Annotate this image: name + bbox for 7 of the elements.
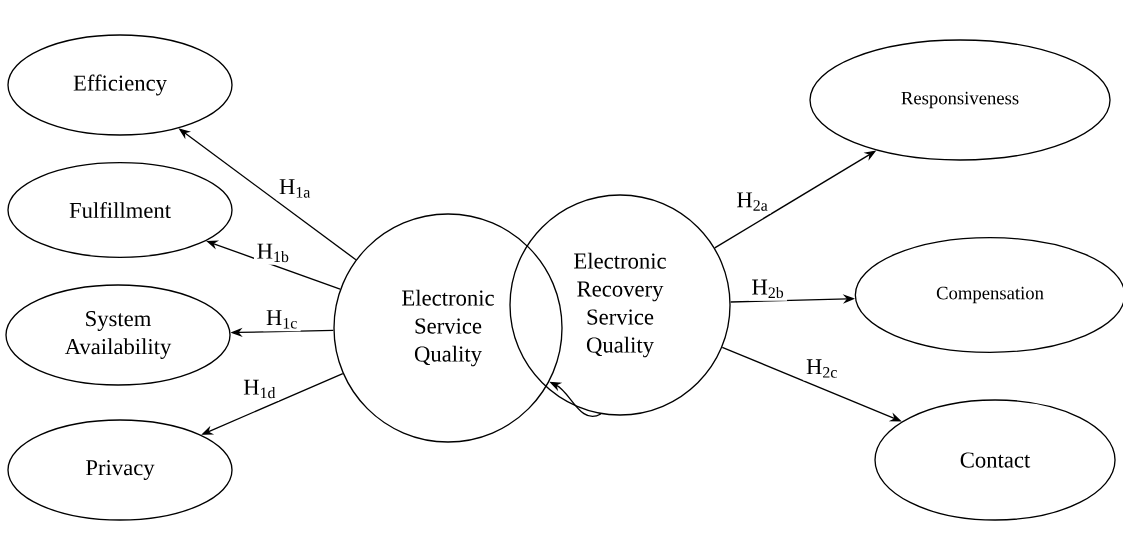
edge-label: H$_{2b}$	[748, 276, 788, 301]
edge-label: H$_{1a}$	[276, 176, 314, 201]
edge-label: H$_{1b}$	[254, 241, 293, 265]
edge-label: H$_{1d}$	[240, 377, 279, 401]
edge-label: H$_{1c}$	[263, 307, 301, 332]
edge-label: H$_{2c}$	[803, 356, 841, 381]
edge-label: H$_{2a}$	[733, 189, 772, 214]
